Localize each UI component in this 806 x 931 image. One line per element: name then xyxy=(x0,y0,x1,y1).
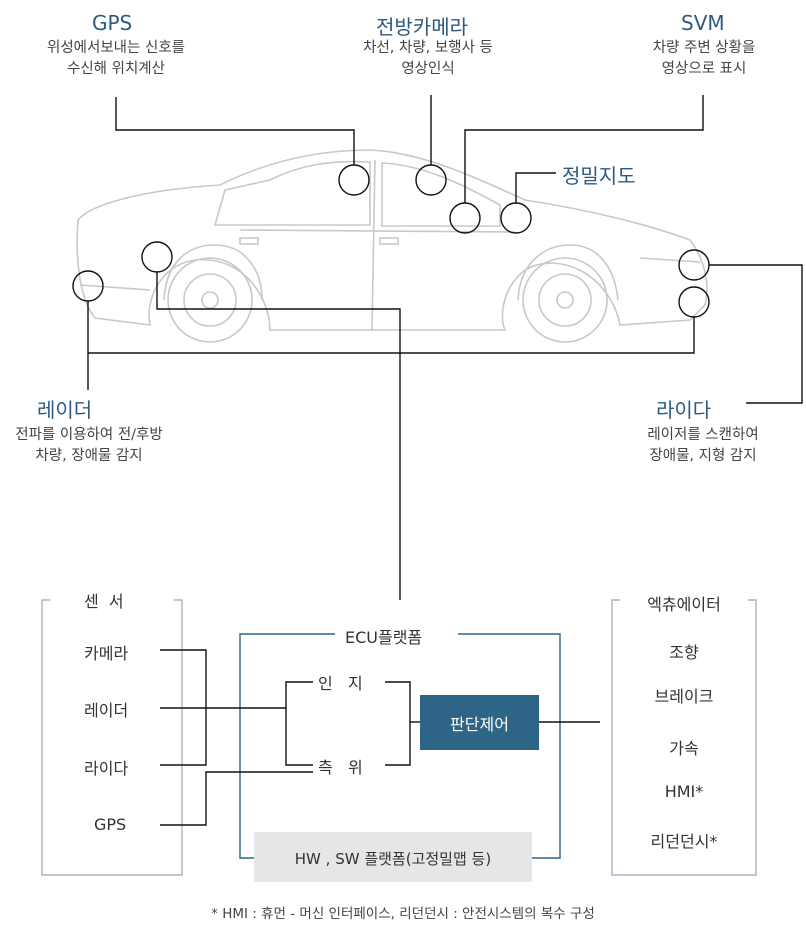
actuator-item-steering: 조향 xyxy=(669,643,699,662)
actuator-header: 엑츄에이터 xyxy=(647,595,721,614)
footnote: * HMI : 휴먼 - 머신 인터페이스, 리던던시 : 안전시스템의 복수 … xyxy=(211,906,595,922)
lidar-desc-line2: 장애물, 지형 감지 xyxy=(649,448,757,464)
camera-marker xyxy=(415,164,447,196)
car-illustration xyxy=(76,149,708,343)
hdmap-title: 정밀지도 xyxy=(562,164,636,188)
hwsw-label: HW , SW 플랫폼(고정밀맵 등) xyxy=(294,850,492,868)
lidar-title: 라이다 xyxy=(656,398,712,422)
lidar-marker-bottom xyxy=(678,286,710,318)
sensor-header: 센 서 xyxy=(84,592,124,611)
ecu-frame xyxy=(239,633,561,859)
hdmap-marker xyxy=(500,202,532,234)
sensor-item-camera: 카메라 xyxy=(84,644,129,663)
hwsw-panel xyxy=(254,832,532,882)
lidar-desc-line1: 레이저를 스캔하여 xyxy=(647,427,759,443)
sensor-item-lidar: 라이다 xyxy=(84,759,129,778)
gps-desc-line1: 위성에서보내는 신호를 xyxy=(46,40,185,56)
camera-title: 전방카메라 xyxy=(376,15,468,39)
radar-desc-line2: 차량, 장애물 감지 xyxy=(35,448,143,464)
actuator-panel xyxy=(611,599,757,876)
svm-desc-line1: 차량 주변 상황을 xyxy=(652,40,756,56)
recognition-label: 인 지 xyxy=(318,674,363,693)
radar-title: 레이더 xyxy=(37,398,93,422)
actuator-item-accel: 가속 xyxy=(669,739,699,758)
leader-lines xyxy=(87,95,803,600)
svm-marker xyxy=(449,202,481,234)
svm-title: SVM xyxy=(681,11,725,35)
lidar-marker-top xyxy=(678,249,710,281)
camera-desc-line2: 영상인식 xyxy=(401,61,455,77)
sensor-panel xyxy=(41,599,183,876)
gps-desc-line2: 수신해 위치계산 xyxy=(67,61,165,77)
svm-desc-line2: 영상으로 표시 xyxy=(661,61,747,77)
ecu-header: ECU플랫폼 xyxy=(345,628,423,647)
sensor-item-gps: GPS xyxy=(94,815,127,834)
decision-label: 판단제어 xyxy=(450,715,509,734)
gps-title: GPS xyxy=(92,11,133,35)
sensor-item-radar: 레이더 xyxy=(84,701,129,720)
radar-desc-line1: 전파를 이용하여 전/후방 xyxy=(15,427,163,443)
gps-marker xyxy=(338,164,370,196)
wiring xyxy=(160,649,600,826)
camera-desc-line1: 차선, 차량, 보행사 등 xyxy=(363,40,493,56)
actuator-item-brake: 브레이크 xyxy=(654,687,714,706)
actuator-item-hmi: HMI* xyxy=(664,782,704,801)
decision-box xyxy=(420,695,539,750)
rear-marker xyxy=(141,241,173,273)
actuator-item-redundancy: 리던던시* xyxy=(650,832,718,851)
positioning-label: 측 위 xyxy=(318,758,363,777)
